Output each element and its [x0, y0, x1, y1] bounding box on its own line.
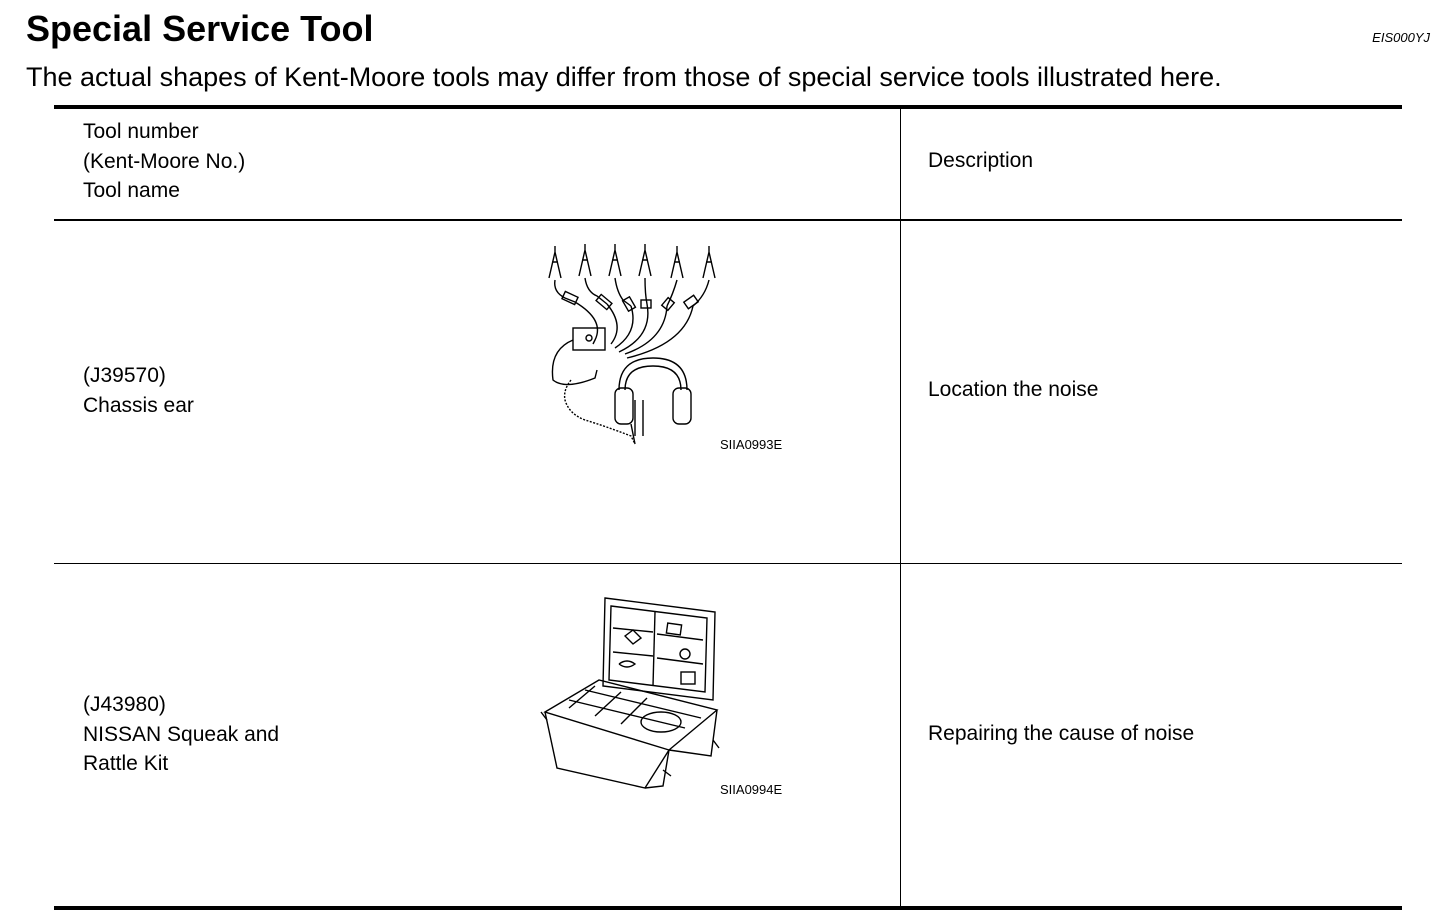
row-divider — [54, 563, 1402, 564]
table-row-2-tool: (J43980) NISSAN Squeak and Rattle Kit — [83, 690, 279, 779]
table-row-1-description: Location the noise — [928, 378, 1099, 401]
clip-icon — [548, 244, 716, 279]
header-tool-column: Tool number (Kent-Moore No.) Tool name — [83, 117, 245, 206]
tool-number: (J43980) — [83, 693, 166, 716]
table-top-rule — [54, 105, 1402, 109]
section-code: EIS000YJ — [1372, 30, 1430, 45]
page-title: Special Service Tool — [26, 8, 374, 49]
squeak-rattle-kit-illustration — [540, 597, 720, 789]
header-divider — [54, 219, 1402, 221]
table-row-2-description: Repairing the cause of noise — [928, 722, 1195, 745]
table-bottom-rule — [54, 906, 1402, 910]
header-description: Description — [928, 149, 1034, 172]
figure-code: SIIA0993E — [720, 437, 783, 452]
chassis-ear-illustration — [548, 244, 716, 445]
header-kent-moore-no: (Kent-Moore No.) — [83, 149, 246, 173]
tool-name: Chassis ear — [83, 393, 194, 417]
tool-number: (J39570) — [83, 364, 166, 387]
column-divider — [900, 108, 901, 907]
figure-code: SIIA0994E — [720, 782, 783, 797]
tool-name-line-2: Rattle Kit — [83, 752, 169, 775]
table-row-1-tool: (J39570) Chassis ear — [83, 361, 194, 420]
tool-name-line-1: NISSAN Squeak and — [83, 722, 280, 746]
page-subtitle: The actual shapes of Kent-Moore tools ma… — [26, 62, 1222, 92]
header-tool-number: Tool number — [83, 120, 199, 143]
header-tool-name: Tool name — [83, 179, 180, 202]
